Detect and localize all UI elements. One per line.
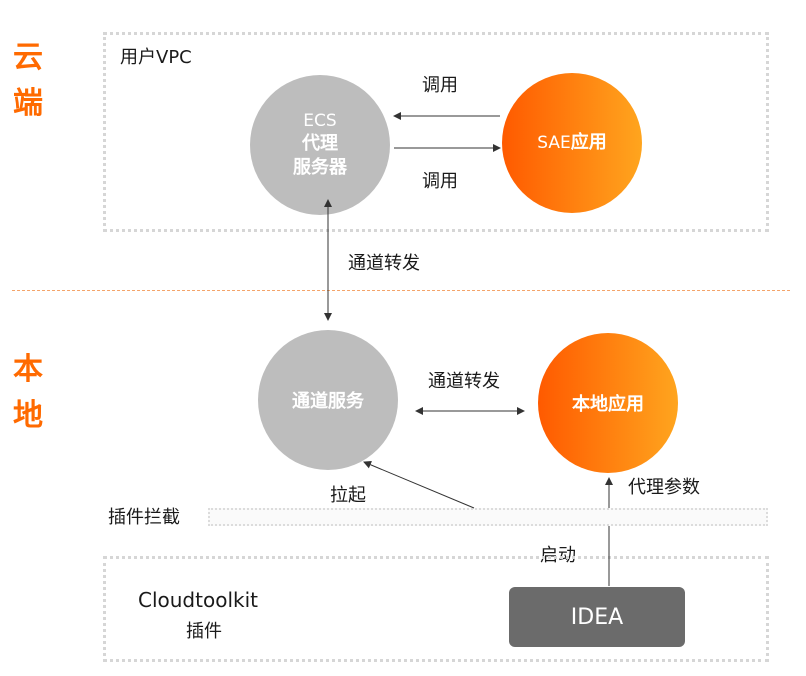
local-app-label: 本地应用 [572, 394, 644, 415]
user-vpc-box [103, 32, 769, 232]
arrow-pull-up [363, 461, 475, 509]
local-side-label: 本 地 [8, 350, 48, 436]
cloud-side-label: 云 端 [8, 38, 48, 124]
cloud-local-divider [12, 290, 790, 291]
sae-suffix: 应用 [570, 132, 607, 153]
call-label-top: 调用 [422, 75, 458, 96]
cloudtoolkit-name: Cloudtoolkit [138, 588, 258, 612]
tunnel-forward-vertical-label: 通道转发 [348, 253, 420, 274]
cloud-side-label-char-2: 端 [13, 86, 43, 121]
tunnel-service-node: 通道服务 [258, 330, 398, 470]
local-side-label-char-2: 地 [13, 398, 43, 433]
cloudtoolkit-plugin-box [103, 556, 769, 662]
call-label-bottom: 调用 [422, 171, 458, 192]
user-vpc-label: 用户VPC [120, 47, 192, 68]
sae-prefix: SAE [537, 133, 571, 153]
idea-label: IDEA [570, 604, 624, 630]
proxy-label: 代理 [302, 133, 338, 154]
ecs-label: ECS [303, 111, 337, 131]
start-label: 启动 [540, 545, 576, 566]
local-app-node: 本地应用 [538, 333, 678, 473]
plugin-intercept-bar [208, 508, 768, 526]
local-side-label-char-1: 本 [13, 352, 43, 387]
idea-box: IDEA [509, 587, 685, 647]
sae-app-label: SAE 应用 [537, 131, 606, 155]
plugin-label: 插件 [186, 621, 222, 642]
tunnel-service-label: 通道服务 [292, 391, 364, 412]
proxy-params-label: 代理参数 [628, 477, 700, 498]
cloud-side-label-char-1: 云 [13, 40, 43, 75]
pull-up-label: 拉起 [330, 485, 366, 506]
ecs-proxy-server-node: ECS 代理 服务器 [250, 75, 390, 215]
server-label: 服务器 [293, 157, 347, 178]
sae-app-node: SAE 应用 [502, 73, 642, 213]
plugin-intercept-label: 插件拦截 [108, 507, 180, 528]
tunnel-forward-label: 通道转发 [428, 371, 500, 392]
